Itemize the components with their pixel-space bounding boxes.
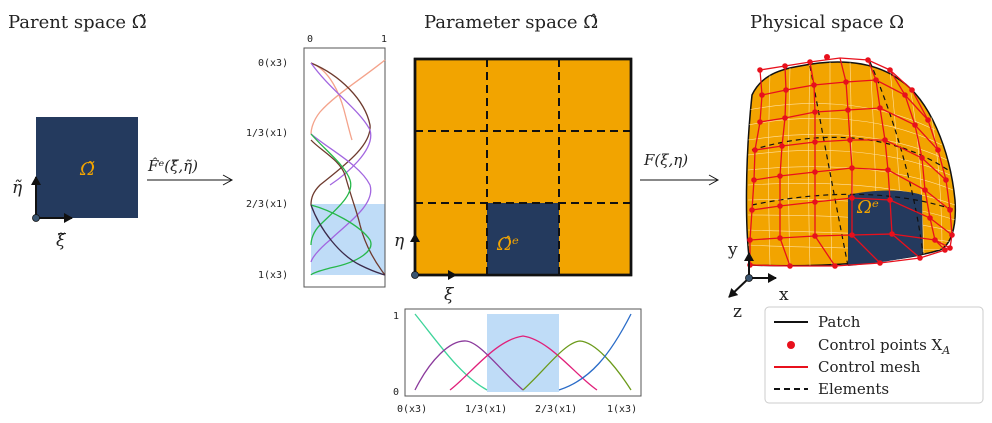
parent-element: Ω̃ η̃ ξ̃ xyxy=(12,117,138,251)
physical-z-axis xyxy=(728,277,750,298)
horizontal-highlight xyxy=(487,314,559,392)
parent-eta-label: η̃ xyxy=(12,178,23,198)
vertical-top-tick-0: 0 xyxy=(307,34,313,45)
parameter-element xyxy=(487,203,559,275)
parent-omega-label: Ω̃ xyxy=(79,159,95,180)
vertical-plot-frame xyxy=(303,47,386,288)
v-curve-n1 xyxy=(310,62,353,141)
horizontal-bottom-tick-2: 2/3(x1) xyxy=(535,404,577,415)
physical-origin xyxy=(745,274,753,282)
legend-control-mesh-label: Control mesh xyxy=(818,358,921,376)
parameter-space-title: Parameter space Ω̂ xyxy=(424,12,598,33)
v-curve-n6 xyxy=(310,204,372,276)
physical-z-label: z xyxy=(733,302,742,322)
h-curve-n2 xyxy=(414,340,524,391)
legend: Patch Control points XA Control mesh Ele… xyxy=(764,306,984,404)
legend-control-points-label: Control points XA xyxy=(818,336,950,357)
vertical-left-tick-1: 1/3(x1) xyxy=(246,128,288,139)
physical-y-label: y xyxy=(727,240,738,260)
h-curve-n1 xyxy=(414,313,488,391)
param-origin xyxy=(411,271,419,279)
v-curve-n4 xyxy=(310,139,386,276)
vertical-left-tick-2: 2/3(x1) xyxy=(246,199,288,210)
physical-surface: Ωᵉ xyxy=(745,54,957,269)
vertical-top-tick-1: 1 xyxy=(381,34,387,45)
physical-element xyxy=(848,190,923,266)
v-curve-n5 xyxy=(310,133,352,246)
legend-patch-label: Patch xyxy=(818,313,861,331)
v-curve-n1b xyxy=(310,59,386,135)
horizontal-bottom-tick-0: 0(x3) xyxy=(397,404,427,415)
control-points xyxy=(747,54,955,269)
h-curve-n5 xyxy=(558,313,632,391)
physical-map-label: F(ξ,η) xyxy=(643,151,688,169)
legend-box xyxy=(764,306,984,404)
parent-square xyxy=(36,117,138,218)
physical-x-label: x xyxy=(779,285,789,305)
horizontal-bottom-tick-1: 1/3(x1) xyxy=(465,404,507,415)
h-curve-n3 xyxy=(449,335,598,391)
param-eta-label: η xyxy=(394,231,405,251)
parameter-border xyxy=(413,57,633,277)
horizontal-basis-plot: 1 0 0(x3) 1/3(x1) 2/3(x1) 1(x3) xyxy=(393,308,642,415)
vertical-left-tick-3: 1(x3) xyxy=(258,270,288,281)
v-curve-n2 xyxy=(310,62,371,206)
parent-space-title: Parent space Ω̃ xyxy=(8,12,147,33)
vertical-highlight xyxy=(311,204,385,275)
horizontal-left-tick-1: 1 xyxy=(393,311,399,322)
horizontal-plot-frame xyxy=(404,308,642,397)
v-curve-n3b xyxy=(310,133,372,263)
physical-mesh-fine xyxy=(747,61,956,266)
physical-element-label: Ωᵉ xyxy=(856,197,879,218)
parent-xi-label: ξ̃ xyxy=(56,231,67,251)
v-curve-n3 xyxy=(310,62,372,186)
h-curve-n4 xyxy=(522,340,632,391)
physical-space-title: Physical space Ω xyxy=(750,12,904,33)
physical-axes: y x z xyxy=(727,240,789,322)
parent-origin xyxy=(32,214,40,222)
parameter-grid: Ω̂ᵉ η ξ xyxy=(394,57,633,305)
parameter-element-label: Ω̂ᵉ xyxy=(496,234,519,255)
legend-elements-label: Elements xyxy=(818,380,889,398)
horizontal-left-tick-0: 0 xyxy=(393,387,399,398)
legend-control-points-swatch xyxy=(787,341,795,349)
v-curve-n7 xyxy=(310,204,386,276)
vertical-basis-plot: 0 1 0(x3) 1/3(x1) 2/3(x1) 1(x3) xyxy=(246,34,387,288)
vertical-left-tick-0: 0(x3) xyxy=(258,58,288,69)
horizontal-bottom-tick-3: 1(x3) xyxy=(607,404,637,415)
parent-map-label: F̂ᵉ(ξ̃,η̃) xyxy=(147,157,198,175)
param-xi-label: ξ xyxy=(444,285,455,305)
